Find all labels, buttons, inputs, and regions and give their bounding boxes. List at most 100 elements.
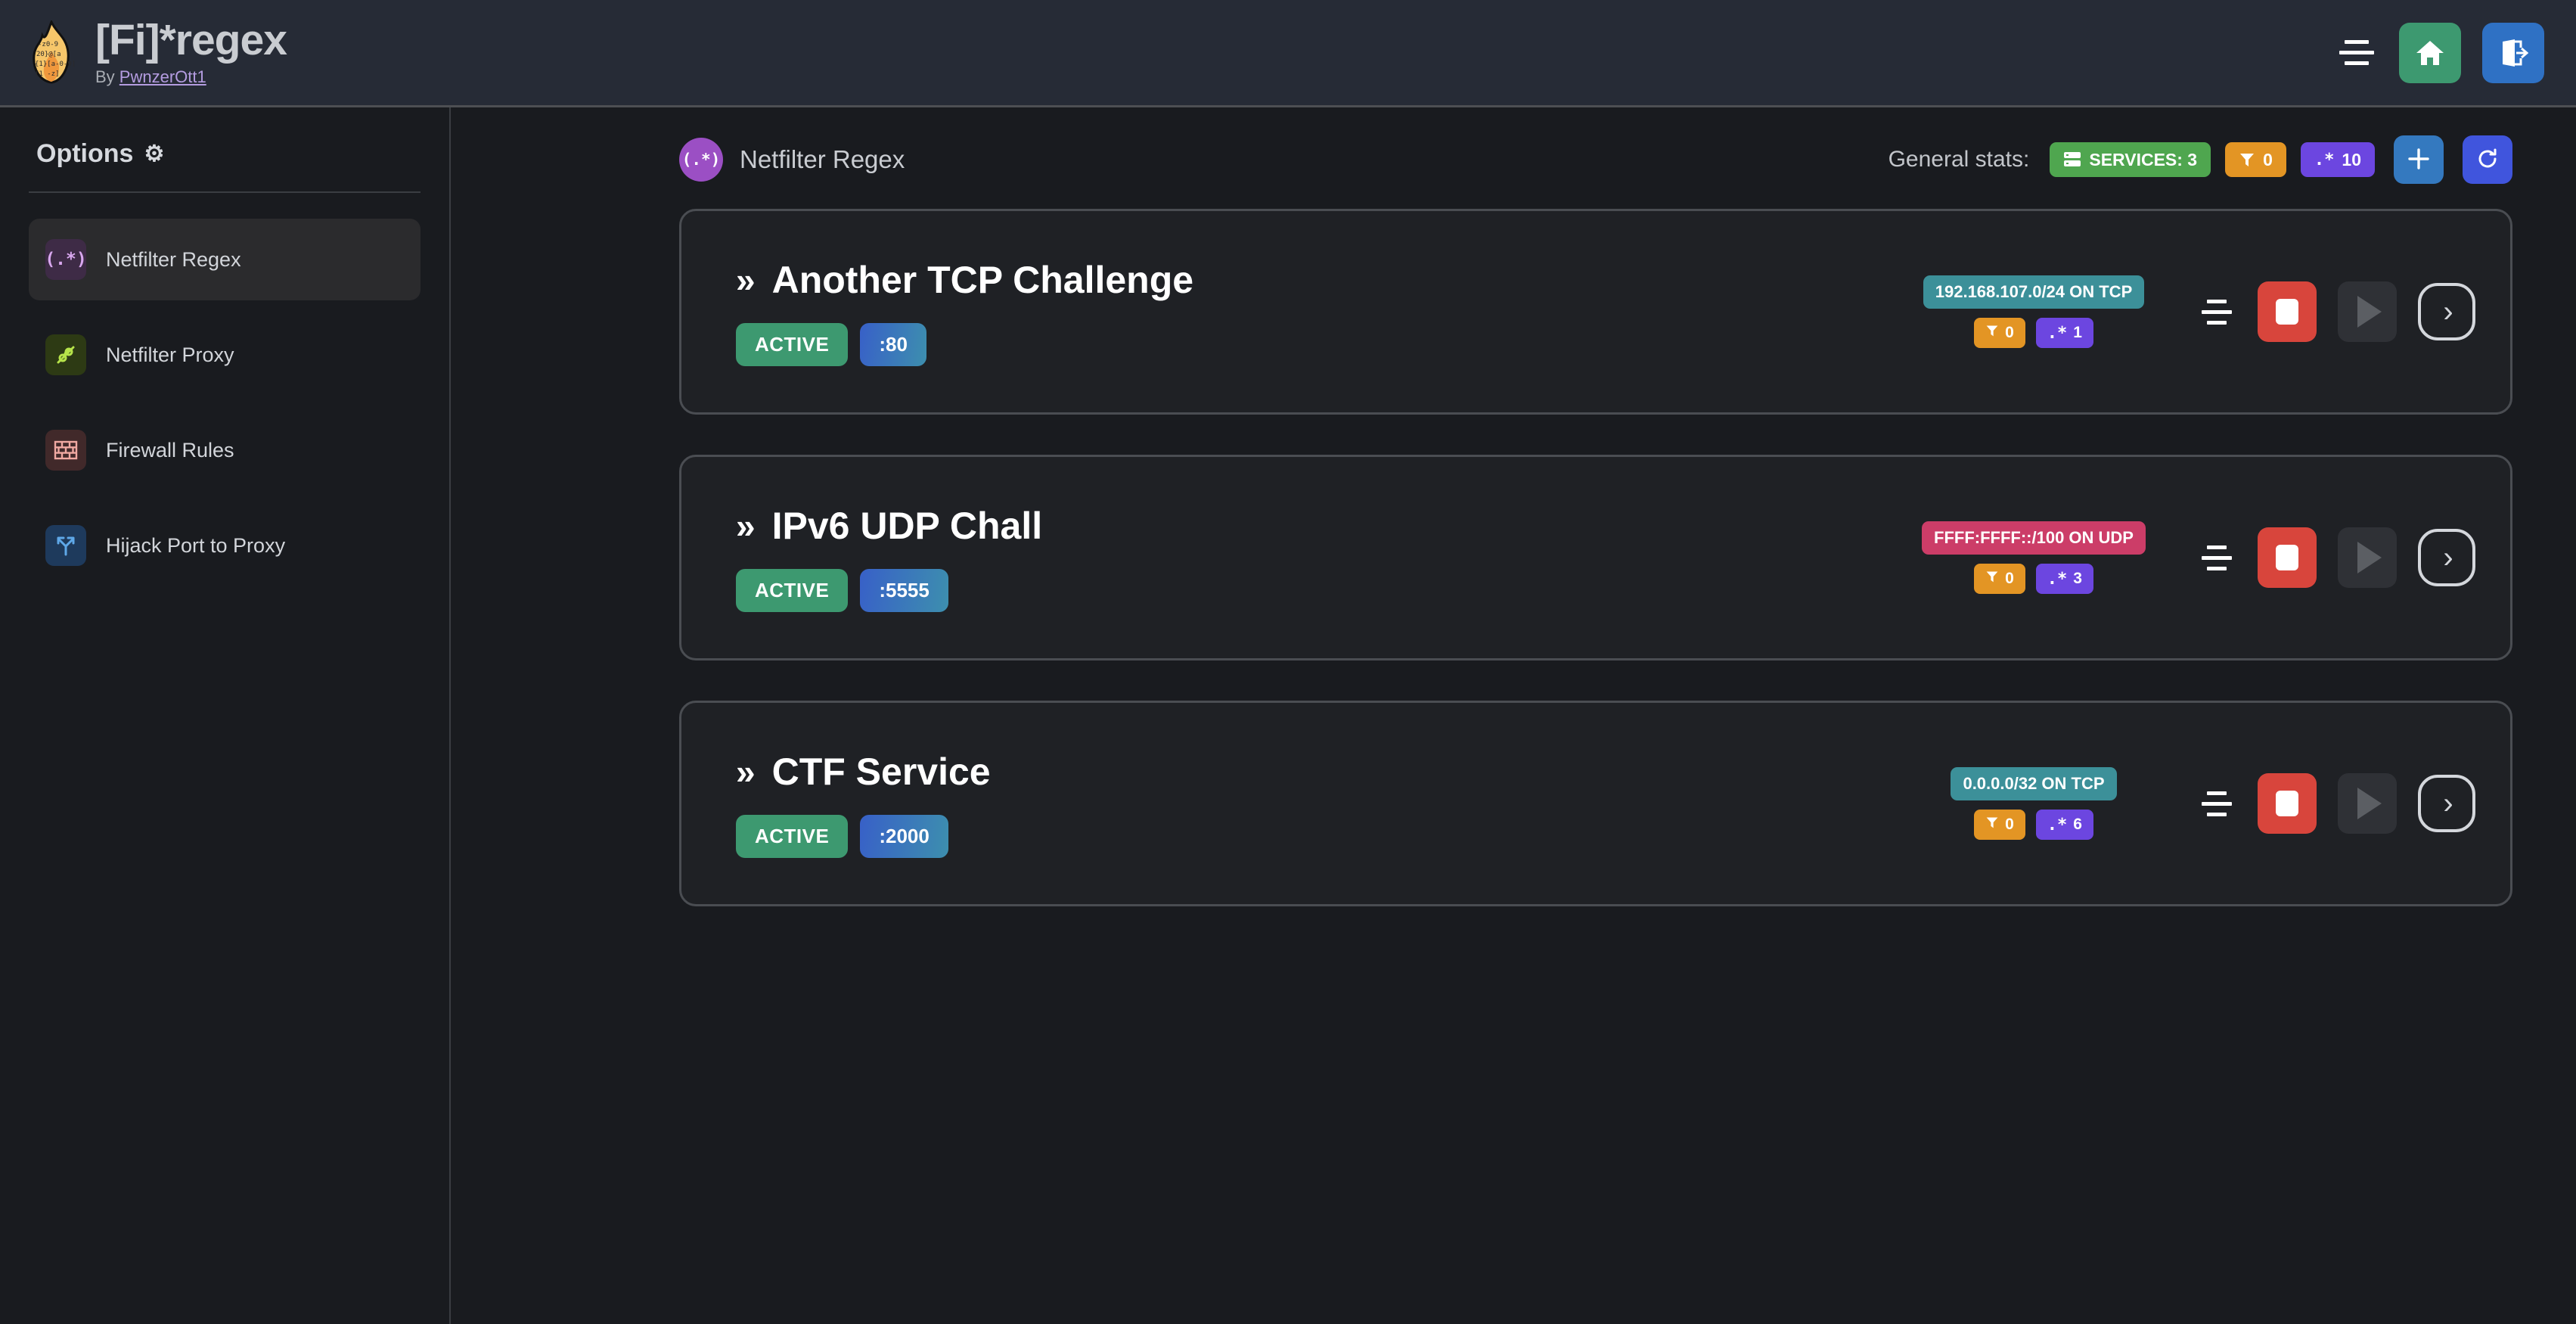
regex-icon: (.*) (679, 138, 723, 182)
filter-icon (2239, 151, 2255, 168)
chevron-right-icon: › (2443, 541, 2453, 574)
svg-text:{1 -z]: {1 -z] (35, 70, 60, 78)
sidebar-item-label: Hijack Port to Proxy (106, 533, 286, 557)
logout-button[interactable] (2482, 22, 2544, 83)
sidebar-item-label: Netfilter Proxy (106, 343, 234, 366)
service-info: » IPv6 UDP Chall ACTIVE :5555 (736, 504, 1042, 612)
status-badge: ACTIVE (736, 322, 849, 366)
regex-count-text: 6 (2073, 816, 2082, 833)
regex-icon: (.*) (45, 239, 87, 280)
filter-icon (1985, 324, 1999, 342)
network-info: 192.168.107.0/24 ON TCP 0 .* 1 (1920, 275, 2147, 348)
stop-button[interactable] (2258, 527, 2317, 588)
port-badge: :5555 (860, 568, 948, 612)
sidebar-item-netfilter-proxy[interactable]: Netfilter Proxy (29, 314, 421, 396)
refresh-button[interactable] (2463, 135, 2512, 184)
menu-lines-icon[interactable] (2335, 36, 2378, 70)
service-title-row: » CTF Service (736, 750, 991, 794)
regex-star-icon: .* (2047, 323, 2068, 343)
plug-icon (45, 334, 86, 375)
sidebar-heading-label: Options (36, 139, 134, 168)
hamburger-icon[interactable] (2197, 294, 2236, 330)
network-badge: 0.0.0.0/32 ON TCP (1951, 767, 2117, 800)
start-button[interactable] (2338, 773, 2397, 834)
filters-badge-text: 0 (2263, 149, 2273, 169)
regex-star-icon: .* (2047, 815, 2068, 834)
arrows-split-icon (45, 525, 86, 566)
filters-count-text: 0 (2005, 570, 2014, 587)
network-info: FFFF:FFFF::/100 ON UDP 0 .* 3 (1920, 521, 2147, 594)
filter-icon (1985, 816, 1999, 834)
svg-text:-z0-9: -z0-9 (38, 41, 58, 48)
stop-button[interactable] (2258, 281, 2317, 342)
service-title: Another TCP Challenge (771, 258, 1194, 301)
counts-row: 0 .* 3 (1974, 564, 2093, 594)
brand: -z0-9 20}@[a {1}[a-0-9] {1 -z] [Fi]*rege… (26, 15, 287, 88)
port-badge: :80 (860, 322, 926, 366)
service-actions: › (2197, 527, 2475, 588)
svg-text:20}@[a: 20}@[a (36, 51, 61, 58)
services-badge-text: SERVICES: 3 (2089, 149, 2198, 169)
service-actions: › (2197, 281, 2475, 342)
stop-icon (2276, 299, 2298, 325)
plus-icon (2407, 147, 2431, 173)
sidebar-heading: Options ⚙ (29, 139, 421, 169)
status-badge: ACTIVE (736, 568, 849, 612)
service-card[interactable]: » Another TCP Challenge ACTIVE :80 192.1… (679, 209, 2512, 415)
sidebar-item-firewall-rules[interactable]: Firewall Rules (29, 409, 421, 491)
page-title: Netfilter Regex (740, 145, 905, 173)
network-info: 0.0.0.0/32 ON TCP 0 .* 6 (1920, 767, 2147, 840)
general-stats: General stats: SERVICES: 3 (1889, 135, 2512, 184)
page-title-group: (.*) Netfilter Regex (679, 138, 905, 182)
chevron-right-icon: › (2443, 787, 2453, 820)
sidebar-divider (29, 191, 421, 193)
regex-badge-text: 10 (2342, 149, 2361, 169)
app-author: By PwnzerOtt1 (95, 67, 287, 87)
service-details-button[interactable]: › (2418, 283, 2475, 340)
filters-count-badge: 0 (1974, 810, 2025, 840)
flame-regex-logo-icon: -z0-9 20}@[a {1}[a-0-9] {1 -z] (26, 20, 77, 85)
home-icon (2415, 39, 2445, 67)
filters-count-text: 0 (2005, 324, 2014, 341)
start-button[interactable] (2338, 527, 2397, 588)
hamburger-icon[interactable] (2197, 539, 2236, 576)
add-service-button[interactable] (2394, 135, 2444, 184)
stop-button[interactable] (2258, 773, 2317, 834)
service-info: » CTF Service ACTIVE :2000 (736, 750, 991, 858)
svg-text:{1}[a-0-9]: {1}[a-0-9] (35, 61, 76, 68)
sidebar-item-label: Netfilter Regex (106, 247, 241, 271)
logout-icon (2498, 38, 2528, 68)
double-chevron-icon: » (736, 505, 756, 545)
app-title: [Fi]*regex (95, 15, 287, 64)
port-badge: :2000 (860, 814, 948, 858)
chevron-right-icon: › (2443, 295, 2453, 328)
service-details-button[interactable]: › (2418, 775, 2475, 832)
sidebar-item-hijack-port-to-proxy[interactable]: Hijack Port to Proxy (29, 505, 421, 586)
service-meta: 0.0.0.0/32 ON TCP 0 .* 6 (1920, 767, 2475, 840)
service-card[interactable]: » CTF Service ACTIVE :2000 0.0.0.0/32 ON… (679, 701, 2512, 906)
service-status-row: ACTIVE :80 (736, 322, 1193, 366)
service-title-row: » IPv6 UDP Chall (736, 504, 1042, 548)
gear-icon: ⚙ (144, 141, 165, 166)
service-card[interactable]: » IPv6 UDP Chall ACTIVE :5555 FFFF:FFFF:… (679, 455, 2512, 660)
refresh-icon (2475, 147, 2500, 173)
home-button[interactable] (2399, 22, 2461, 83)
network-badge: 192.168.107.0/24 ON TCP (1923, 275, 2145, 309)
play-icon (2357, 542, 2382, 573)
service-details-button[interactable]: › (2418, 529, 2475, 586)
regex-star-icon: .* (2047, 569, 2068, 589)
filters-count-badge: 0 (1974, 318, 2025, 348)
author-link[interactable]: PwnzerOtt1 (119, 67, 206, 87)
server-icon (2063, 151, 2081, 168)
status-badge: ACTIVE (736, 814, 849, 858)
network-badge: FFFF:FFFF::/100 ON UDP (1922, 521, 2146, 555)
sidebar: Options ⚙ (.*) Netfilter Regex Netfilter… (0, 107, 451, 1324)
general-stats-label: General stats: (1888, 147, 2030, 172)
start-button[interactable] (2338, 281, 2397, 342)
service-meta: 192.168.107.0/24 ON TCP 0 .* 1 (1920, 275, 2475, 348)
sidebar-item-netfilter-regex[interactable]: (.*) Netfilter Regex (29, 219, 421, 300)
regex-count-text: 1 (2073, 324, 2082, 341)
service-list: » Another TCP Challenge ACTIVE :80 192.1… (452, 209, 2576, 906)
hamburger-icon[interactable] (2197, 785, 2236, 822)
counts-row: 0 .* 1 (1974, 318, 2093, 348)
